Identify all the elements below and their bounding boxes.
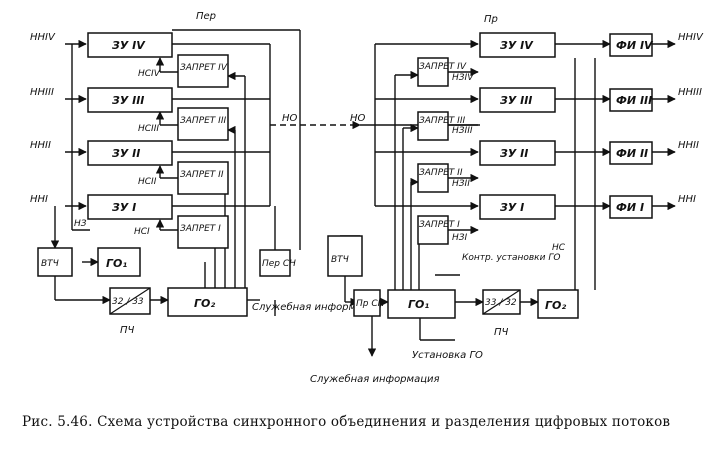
- rx-inhibit-box: [417, 215, 449, 245]
- rx-pr-sn-label: Пр СН: [356, 299, 385, 309]
- tx-nc-label: НСIII: [138, 124, 159, 134]
- connection-lines: [50, 29, 676, 357]
- tx-input-label: ННI: [30, 194, 48, 205]
- rx-output-label: ННIV: [678, 32, 704, 43]
- tx-vtch-box: [37, 247, 73, 277]
- rx-fi-box: [609, 141, 653, 165]
- tx-inhibit-label: ЗАПРЕТ II: [180, 170, 224, 180]
- tx-go2-label: ГО₂: [194, 297, 215, 310]
- tx-input-label: ННIV: [30, 32, 56, 43]
- tx-inhibit-box: [177, 161, 229, 195]
- rx-title: Пр: [484, 14, 498, 25]
- rx-go2-label: ГО₂: [545, 299, 566, 312]
- rx-inhibit-label: ЗАПРЕТ I: [419, 220, 460, 230]
- tx-inhibit-box: [177, 107, 229, 141]
- rx-vtch-label: ВТЧ: [331, 255, 349, 265]
- tx-nz-label: НЗ: [74, 219, 87, 229]
- rx-setup-label: Установка ГО: [412, 350, 483, 361]
- tx-per-sn-label: Пер СН: [262, 259, 296, 269]
- rx-storage-box: [479, 87, 556, 113]
- tx-inhibit-box: [177, 215, 229, 249]
- rx-section: Пр НО ЗУ IV ЗУ III ЗУ II ЗУ I ЗАПРЕТ: [310, 14, 704, 385]
- tx-service-info: Служебная информация: [252, 301, 382, 313]
- tx-storage-label: ЗУ IV: [112, 39, 146, 52]
- rx-storage-label: ЗУ II: [500, 147, 528, 160]
- tx-inhibit-label: ЗАПРЕТ III: [180, 116, 226, 126]
- rx-pr-sn-box: [353, 289, 381, 317]
- rx-inhibit-box: [417, 163, 449, 193]
- rx-storage-label: ЗУ III: [500, 94, 532, 107]
- rx-go2-box: [537, 289, 579, 319]
- block-diagram: Пер ННIV ННIII ННII ННI ЗУ IV ЗУ III ЗУ …: [30, 11, 704, 385]
- rx-fi-label: ФИ III: [616, 94, 652, 107]
- rx-storage-box: [479, 32, 556, 58]
- tx-title: Пер: [196, 11, 216, 22]
- rx-vtch-box: [327, 235, 363, 277]
- tx-storage-box: [87, 87, 173, 113]
- rx-pch-box-label: 33 / 32: [485, 298, 517, 308]
- rx-fi-label: ФИ IV: [616, 39, 654, 52]
- tx-pch-label: ПЧ: [120, 325, 135, 336]
- rx-output-label: ННI: [678, 194, 696, 205]
- rx-inhibit-box: [417, 57, 449, 87]
- tx-storage-label: ЗУ I: [112, 201, 136, 214]
- rx-pch-label: ПЧ: [494, 327, 509, 338]
- rx-inhibit-label: ЗАПРЕТ III: [419, 116, 465, 126]
- tx-inhibit-box: [177, 54, 229, 88]
- rx-fi-box: [609, 33, 653, 57]
- rx-nz-label: НЗII: [452, 179, 470, 189]
- rx-output-label: ННII: [678, 140, 699, 151]
- rx-control-label: Контр. установки ГО: [462, 253, 560, 263]
- rx-fi-box: [609, 195, 653, 219]
- tx-per-sn-box: [259, 249, 291, 277]
- rx-nz-label: НЗIV: [452, 73, 474, 83]
- tx-section: Пер ННIV ННIII ННII ННI ЗУ IV ЗУ III ЗУ …: [30, 11, 382, 336]
- rx-fi-label: ФИ II: [616, 147, 648, 160]
- tx-storage-box: [87, 32, 173, 58]
- tx-inhibit-label: ЗАПРЕТ IV: [180, 63, 228, 73]
- rx-storage-box: [479, 140, 556, 166]
- rx-nc-label: НС: [552, 243, 566, 253]
- tx-go1-box: [97, 247, 141, 277]
- rx-storage-label: ЗУ IV: [500, 39, 534, 52]
- rx-fi-box: [609, 88, 653, 112]
- tx-go2-box: [167, 287, 248, 317]
- tx-vtch-label: ВТЧ: [41, 259, 59, 269]
- tx-nc-label: НСII: [138, 177, 157, 187]
- tx-storage-box: [87, 194, 173, 220]
- tx-nc-label: НСI: [134, 227, 150, 237]
- figure-caption: Рис. 5.46. Схема устройства синхронного …: [22, 414, 671, 430]
- tx-storage-label: ЗУ II: [112, 147, 140, 160]
- rx-inhibit-label: ЗАПРЕТ II: [419, 168, 463, 178]
- rx-go1-label: ГО₁: [408, 298, 429, 311]
- tx-nc-label: НСIV: [138, 69, 161, 79]
- rx-input-label: НО: [350, 113, 366, 124]
- rx-output-label: ННIII: [678, 87, 702, 98]
- rx-fi-label: ФИ I: [616, 201, 644, 214]
- rx-inhibit-box: [417, 111, 449, 141]
- rx-nz-label: НЗI: [452, 233, 468, 243]
- rx-storage-box: [479, 194, 556, 220]
- tx-go1-label: ГО₁: [106, 257, 127, 270]
- rx-service-info: Служебная информация: [310, 373, 440, 385]
- tx-pch-box-label: 32 / 33: [112, 297, 144, 307]
- tx-input-label: ННII: [30, 140, 51, 151]
- tx-input-label: ННIII: [30, 87, 54, 98]
- tx-storage-box: [87, 140, 173, 166]
- rx-go1-box: [387, 289, 456, 319]
- tx-inhibit-label: ЗАПРЕТ I: [180, 224, 221, 234]
- rx-storage-label: ЗУ I: [500, 201, 524, 214]
- tx-storage-label: ЗУ III: [112, 94, 144, 107]
- rx-inhibit-label: ЗАПРЕТ IV: [419, 62, 467, 72]
- tx-output-label: НО: [282, 113, 298, 124]
- rx-nz-label: НЗIII: [452, 126, 473, 136]
